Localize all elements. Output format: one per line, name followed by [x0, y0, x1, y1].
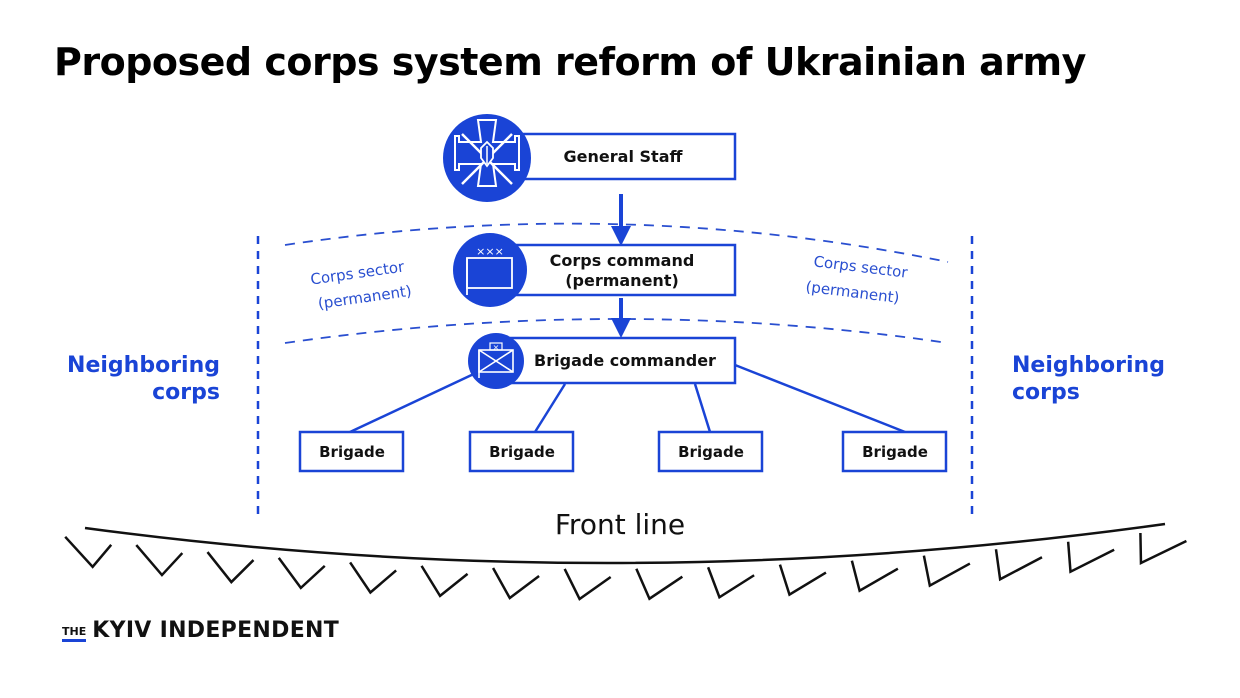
front-line-tooth — [135, 544, 184, 577]
page-title: Proposed corps system reform of Ukrainia… — [54, 40, 1086, 84]
left-sector-label-line2: (permanent) — [317, 282, 413, 313]
corps-command-label-line1: Corps command — [550, 251, 695, 270]
logo-the: THE — [62, 626, 87, 642]
brigade-commander-node: Brigade commander × — [468, 333, 737, 389]
neighbor-right-line2: corps — [1012, 380, 1080, 405]
front-line-tooth — [850, 560, 899, 593]
corps-command-label-line2: (permanent) — [565, 271, 679, 290]
front-line-tooth — [778, 564, 827, 597]
front-line-tooth — [277, 557, 326, 590]
neighboring-corps-left: Neighboring corps — [40, 352, 220, 406]
front-line-tooth — [349, 561, 397, 595]
front-line-tooth — [706, 566, 755, 600]
front-line-tooth — [64, 535, 113, 569]
brigade-node-3: Brigade — [657, 430, 764, 473]
brigade-label-4: Brigade — [862, 443, 928, 461]
neighboring-corps-right: Neighboring corps — [1012, 352, 1212, 406]
neighbor-left-line2: corps — [152, 380, 220, 405]
front-line-tooth — [491, 567, 540, 600]
front-line-tooth — [1066, 541, 1115, 574]
logo-name: KYIV INDEPENDENT — [92, 618, 340, 643]
neighbor-right-line1: Neighboring — [1012, 353, 1165, 378]
general-staff-emblem-icon — [443, 114, 531, 202]
connector-brigade-4 — [734, 363, 906, 434]
brigade-commander-label: Brigade commander — [534, 351, 716, 370]
brigade-flag-icon: × — [468, 333, 524, 389]
general-staff-node: General Staff — [443, 114, 737, 202]
corps-flag-icon: ××× — [453, 233, 527, 307]
brigade-echelon-mark: × — [493, 343, 500, 352]
general-staff-label: General Staff — [564, 147, 684, 166]
front-line-tooth — [1139, 532, 1187, 565]
publisher-logo: THE KYIV INDEPENDENT — [62, 620, 339, 642]
front-line-tooth — [563, 568, 612, 601]
front-line-tooth — [922, 555, 971, 588]
right-sector-label-line1: Corps sector — [813, 252, 910, 281]
front-line-tooth — [994, 549, 1043, 582]
brigade-node-2: Brigade — [468, 430, 575, 473]
brigade-label-1: Brigade — [319, 443, 385, 461]
front-line-tooth — [635, 568, 684, 601]
neighbor-left-line1: Neighboring — [67, 353, 220, 378]
connector-brigade-3 — [693, 383, 712, 433]
front-line-tooth — [420, 565, 469, 598]
front-line-tooth — [206, 551, 255, 584]
sector-upper-arc — [284, 222, 949, 263]
brigade-label-2: Brigade — [489, 443, 555, 461]
front-line-curve — [84, 522, 1166, 565]
corps-command-node: Corps command (permanent) ××× — [453, 233, 737, 307]
brigade-node-1: Brigade — [298, 430, 405, 473]
front-line-teeth — [64, 532, 1187, 601]
connector-brigade-1 — [349, 370, 479, 434]
sector-lower-arc — [284, 318, 949, 344]
right-sector-label-line2: (permanent) — [805, 278, 901, 307]
connector-brigade-2 — [533, 383, 567, 433]
brigade-node-4: Brigade — [841, 430, 948, 473]
front-line-label: Front line — [554, 508, 686, 541]
brigade-label-3: Brigade — [678, 443, 744, 461]
corps-echelon-mark: ××× — [476, 245, 504, 258]
